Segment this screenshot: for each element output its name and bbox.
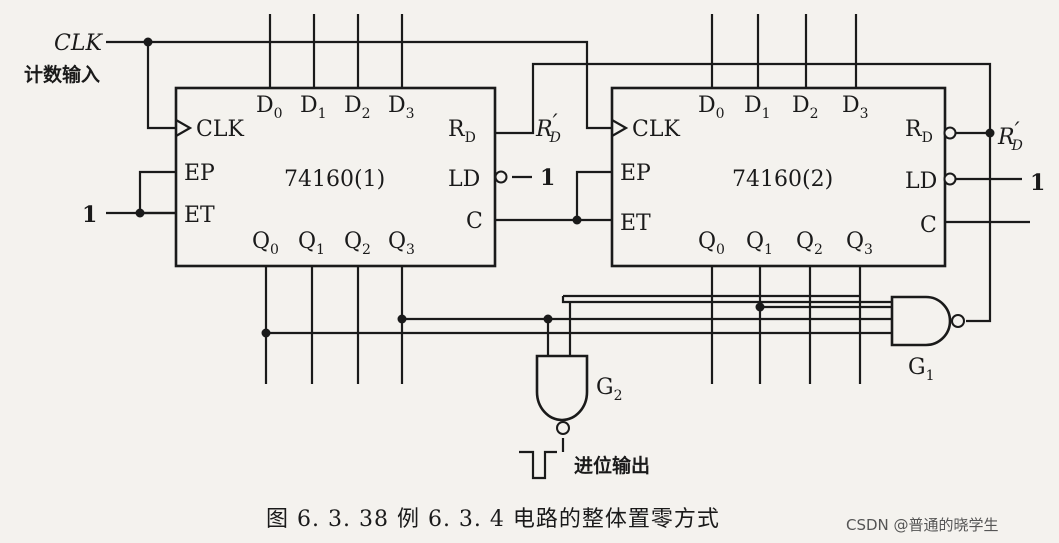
svg-text:Q3: Q3 xyxy=(846,229,873,258)
clk-wire xyxy=(106,40,612,130)
counter-74160-1: CLK EP ET 74160(1) RD LD C D0 D1 D2 D3 Q… xyxy=(174,86,508,268)
c2-clk-label: CLK xyxy=(632,117,680,142)
wires xyxy=(106,14,1030,480)
c1-ld-one: 1 xyxy=(540,165,555,191)
c1-ep-label: EP xyxy=(184,161,215,186)
c1-rd-label: RD xyxy=(448,117,476,146)
g2-label: G2 xyxy=(596,375,623,404)
svg-text:D2: D2 xyxy=(344,93,371,122)
nand-gate-g1: G1 xyxy=(890,295,965,384)
c2-d-labels: D0 D1 D2 D3 xyxy=(698,93,869,122)
svg-text:Q1: Q1 xyxy=(746,229,773,258)
c2-ld-label: LD xyxy=(905,169,937,194)
c2-rd-bubble xyxy=(943,126,957,140)
svg-text:D0: D0 xyxy=(698,93,725,122)
rd-prime-wire xyxy=(495,62,992,323)
figure-caption: 图 6. 3. 38 例 6. 3. 4 电路的整体置零方式 xyxy=(266,507,720,532)
count-input-label: 计数输入 xyxy=(24,63,100,86)
rd-prime-label-1: R′D xyxy=(535,111,561,146)
nand-gate-g2: G2 xyxy=(535,354,623,435)
c1-clk-label: CLK xyxy=(196,117,244,142)
ep-et-tie-2 xyxy=(575,170,612,220)
svg-text:Q2: Q2 xyxy=(344,229,371,258)
svg-text:D3: D3 xyxy=(388,93,415,122)
clk-triangle-1 xyxy=(175,119,193,137)
pulse-symbol xyxy=(519,450,557,480)
clk-triangle-2 xyxy=(611,119,629,137)
svg-text:Q0: Q0 xyxy=(252,229,279,258)
svg-text:Q2: Q2 xyxy=(796,229,823,258)
svg-text:D1: D1 xyxy=(300,93,327,122)
c1-et-label: ET xyxy=(184,203,215,228)
junctions xyxy=(135,37,995,338)
c2-q-labels: Q0 Q1 Q2 Q3 xyxy=(698,229,873,258)
c1-ld-label: LD xyxy=(448,167,480,192)
g1-label: G1 xyxy=(908,355,935,384)
svg-text:Q1: Q1 xyxy=(298,229,325,258)
c1-ld-bubble xyxy=(494,170,508,184)
c2-ld-bubble xyxy=(943,172,957,186)
ep-et-tie-1 xyxy=(138,170,176,215)
svg-text:D1: D1 xyxy=(744,93,771,122)
rd-prime-label-2: R′D xyxy=(997,119,1023,154)
counter-74160-2: CLK EP ET 74160(2) RD LD C D0 D1 D2 D3 Q… xyxy=(610,86,957,268)
const-one-label: 1 xyxy=(82,202,97,228)
c2-rd-label: RD xyxy=(905,117,933,146)
svg-text:Q3: Q3 xyxy=(388,229,415,258)
c1-c-label: C xyxy=(466,209,483,234)
svg-text:D0: D0 xyxy=(256,93,283,122)
carry-output-label: 进位输出 xyxy=(574,454,650,477)
c2-ld-one: 1 xyxy=(1030,170,1045,196)
watermark: CSDN @普通的晓学生 xyxy=(846,516,999,534)
c1-d-labels: D0 D1 D2 D3 xyxy=(256,93,415,122)
svg-text:Q0: Q0 xyxy=(698,229,725,258)
c2-et-label: ET xyxy=(620,211,651,236)
c2-ep-label: EP xyxy=(620,161,651,186)
c1-chip-name: 74160(1) xyxy=(284,167,385,192)
clk-input-label: CLK xyxy=(54,31,103,56)
c2-c-label: C xyxy=(920,213,937,238)
c2-chip-name: 74160(2) xyxy=(732,167,833,192)
svg-text:D3: D3 xyxy=(842,93,869,122)
svg-text:D2: D2 xyxy=(792,93,819,122)
clk-branch-wire xyxy=(146,42,176,130)
c1-q-labels: Q0 Q1 Q2 Q3 xyxy=(252,229,415,258)
g1-in1-wire xyxy=(561,296,892,304)
